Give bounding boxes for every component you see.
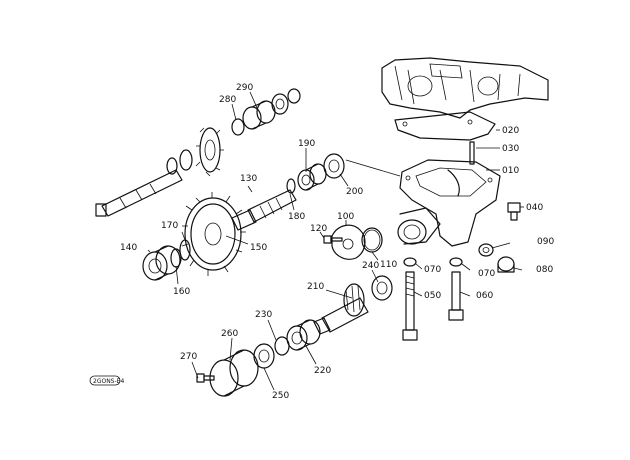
- label-270: 270: [180, 352, 197, 362]
- label-290: 290: [236, 83, 253, 93]
- reference-tag: 2GONS-E4: [89, 375, 124, 386]
- label-070-left: 070: [424, 265, 441, 275]
- label-060: 060: [476, 291, 493, 301]
- label-100: 100: [337, 212, 354, 222]
- label-150: 150: [250, 243, 267, 253]
- stud-030: [469, 141, 475, 165]
- bearing-240: [371, 275, 393, 301]
- bolt-060: [448, 271, 464, 321]
- label-250: 250: [272, 391, 289, 401]
- label-160: 160: [173, 287, 190, 297]
- cup-260: [209, 349, 259, 397]
- label-110: 110: [380, 260, 397, 270]
- bolt-270: [196, 373, 215, 383]
- engine-block: [381, 57, 549, 119]
- label-260: 260: [221, 329, 238, 339]
- part-labels: 020 030 010 040 090 080 070 070 050 060 …: [120, 83, 554, 401]
- bolt-050: [402, 271, 418, 341]
- label-030: 030: [502, 144, 519, 154]
- bolt-120: [323, 235, 343, 244]
- bearing-250: [253, 343, 275, 369]
- bearing-220: [286, 319, 321, 351]
- washer-070-right: [449, 257, 463, 267]
- gear-upper: [195, 127, 224, 177]
- washer-070-left: [403, 257, 417, 267]
- leader-lines: [147, 91, 524, 391]
- cover-plate-100: [331, 224, 366, 260]
- label-240: 240: [362, 261, 379, 271]
- label-050: 050: [424, 291, 441, 301]
- label-020: 020: [502, 126, 519, 136]
- countershaft: [95, 169, 183, 217]
- gasket-plate-020: [394, 111, 496, 141]
- label-210: 210: [307, 282, 324, 292]
- gear-150: [181, 192, 246, 276]
- label-220: 220: [314, 366, 331, 376]
- label-010: 010: [502, 166, 519, 176]
- snap-ring-230: [274, 336, 290, 356]
- snap-ring-180: [286, 178, 296, 194]
- label-080: 080: [536, 265, 553, 275]
- label-090: 090: [537, 237, 554, 247]
- bolt-040: [507, 202, 521, 221]
- label-190: 190: [298, 139, 315, 149]
- shaft-130: [231, 189, 297, 231]
- label-140: 140: [120, 243, 137, 253]
- label-040: 040: [526, 203, 543, 213]
- label-120: 120: [310, 224, 327, 234]
- shaft-rings-left: [166, 149, 193, 175]
- bearing-140: [142, 245, 181, 281]
- reference-code: 2GONS-E4: [93, 378, 124, 385]
- label-200: 200: [346, 187, 363, 197]
- label-170: 170: [161, 221, 178, 231]
- label-180: 180: [288, 212, 305, 222]
- washer-090: [478, 243, 494, 257]
- washer-170: [179, 239, 191, 261]
- pinion-210: [313, 283, 369, 335]
- bearing-190: [297, 163, 327, 191]
- label-230: 230: [255, 310, 272, 320]
- upper-rings: [231, 88, 301, 136]
- housing-010: [397, 159, 501, 247]
- label-070-right: 070: [478, 269, 495, 279]
- label-130: 130: [240, 174, 257, 184]
- label-280: 280: [219, 95, 236, 105]
- bearing-200: [323, 153, 345, 179]
- plug-080: [497, 256, 515, 273]
